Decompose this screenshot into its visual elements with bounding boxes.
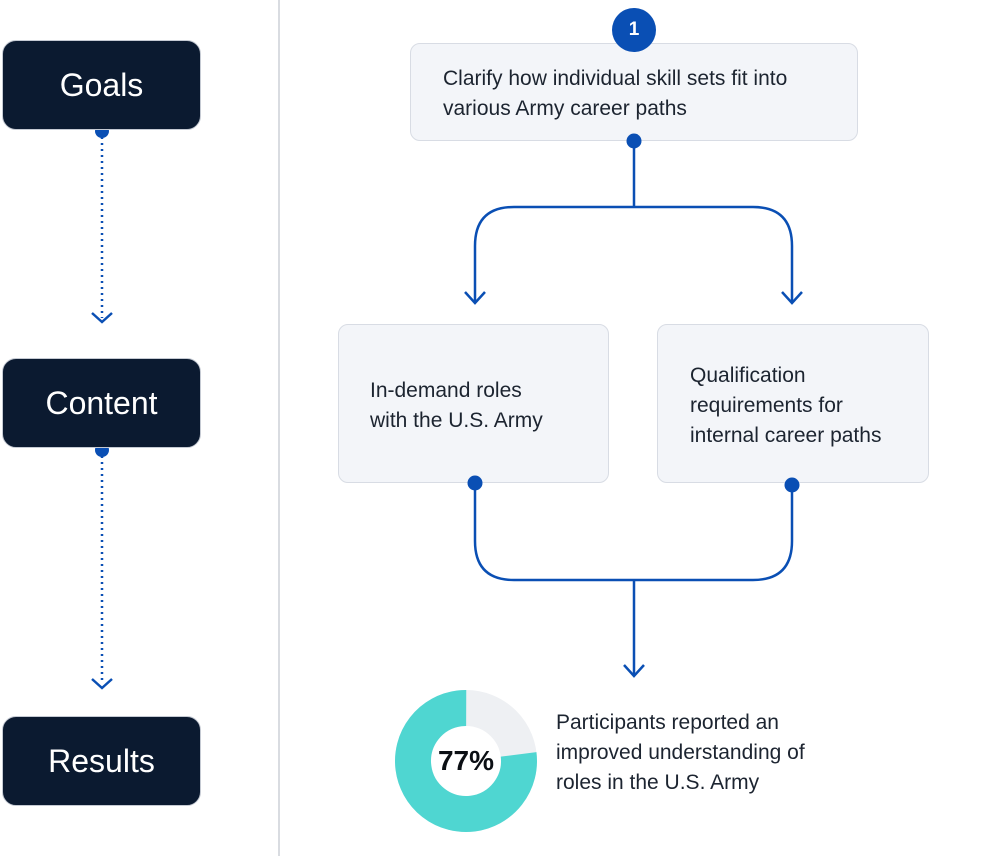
merge-connector: [473, 483, 794, 675]
result-line: roles in the U.S. Army: [556, 771, 760, 794]
goal-card-line: various Army career paths: [443, 97, 687, 120]
section-divider: [278, 0, 280, 856]
stage-content: Content: [2, 358, 201, 448]
content-card-line: In-demand roles: [370, 379, 522, 402]
result-description: Participants reported an improved unders…: [556, 708, 876, 798]
content-card-line: Qualification: [690, 364, 806, 387]
step-number-badge: 1: [612, 8, 656, 52]
merge-arrowhead: [623, 664, 645, 678]
donut-percent-label: 77%: [437, 745, 495, 776]
goal-split-connector: [473, 141, 794, 302]
stage-goals-label: Goals: [59, 66, 144, 103]
content-to-results-arrowhead: [91, 678, 113, 690]
content-card-roles: In-demand roles with the U.S. Army: [338, 324, 609, 483]
content-card-line: requirements for: [690, 394, 843, 417]
goals-to-content-arrowhead: [91, 312, 113, 324]
left-branch-arrowhead: [464, 291, 486, 305]
content-card-line: internal career paths: [690, 424, 882, 447]
goal-card-connector-dot: [626, 133, 642, 149]
right-branch-arrowhead: [781, 291, 803, 305]
roles-card-connector-dot: [467, 475, 483, 491]
donut-progress-ring: [395, 690, 537, 832]
stage-results: Results: [2, 716, 201, 806]
stage-content-label: Content: [45, 384, 158, 421]
goal-card-line: Clarify how individual skill sets fit in…: [443, 67, 788, 90]
qualifications-card-connector-dot: [784, 477, 800, 493]
result-line: Participants reported an: [556, 711, 779, 734]
result-line: improved understanding of: [556, 741, 805, 764]
content-card-line: with the U.S. Army: [370, 409, 543, 432]
stage-results-label: Results: [48, 742, 155, 779]
stage-goals: Goals: [2, 40, 201, 130]
